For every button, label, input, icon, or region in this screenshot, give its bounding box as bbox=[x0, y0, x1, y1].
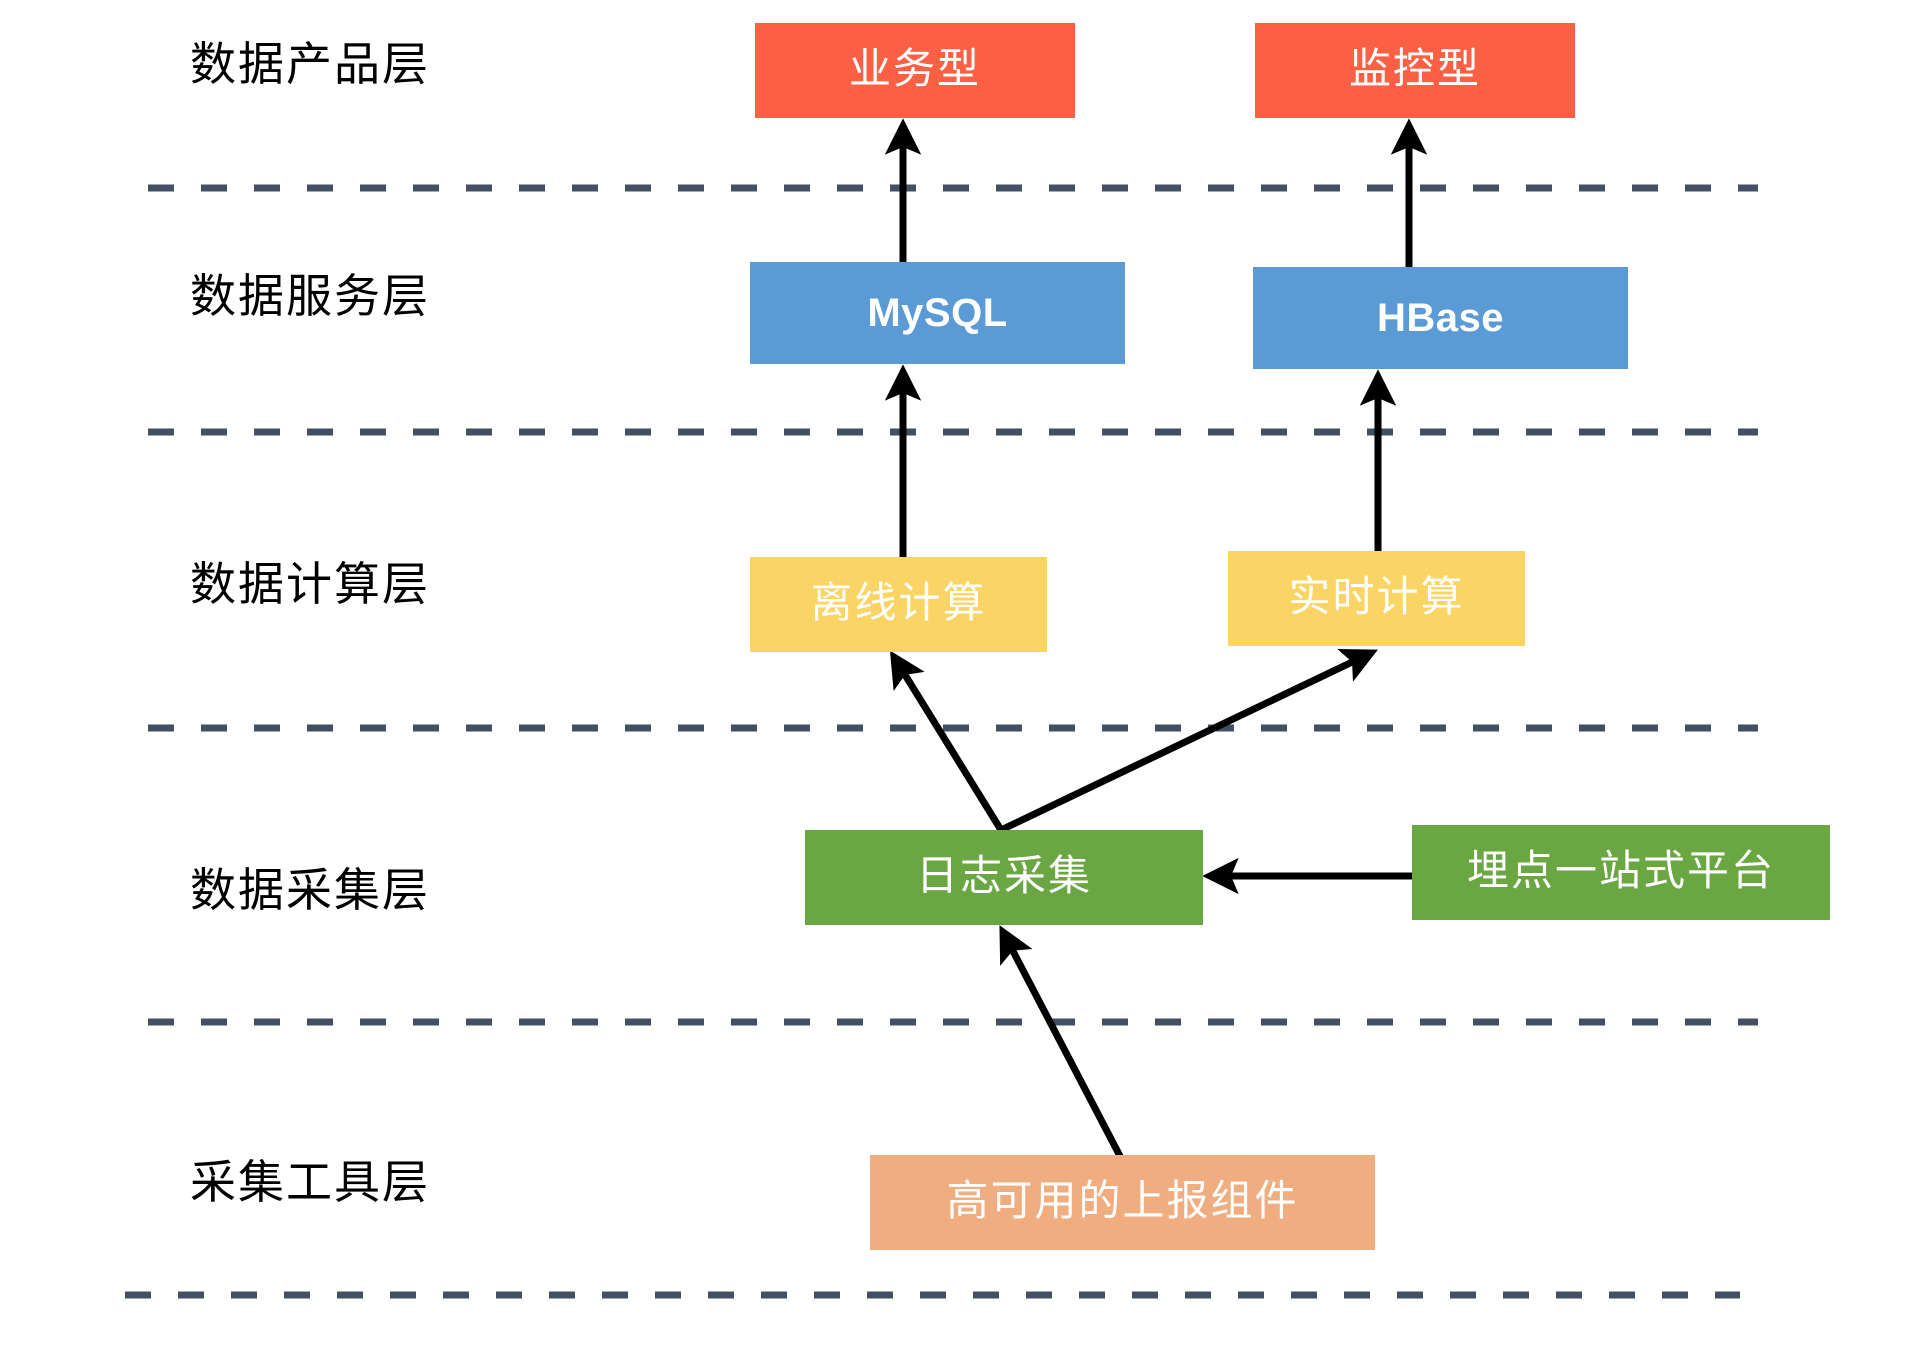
layer-product-label: 数据产品层 bbox=[190, 39, 430, 90]
node-business-type[interactable]: 业务型 bbox=[755, 23, 1075, 118]
edge-reporting-to-log bbox=[999, 925, 1125, 1160]
node-log-collect[interactable]: 日志采集 bbox=[805, 830, 1203, 925]
node-offline-compute[interactable]: 离线计算 bbox=[750, 557, 1047, 652]
layer-collect-label: 数据采集层 bbox=[190, 865, 430, 916]
node-tracking-platform[interactable]: 埋点一站式平台 bbox=[1412, 825, 1830, 920]
node-mysql-label: MySQL bbox=[867, 291, 1008, 335]
node-mysql[interactable]: MySQL bbox=[750, 262, 1125, 364]
node-realtime-compute-label: 实时计算 bbox=[1288, 575, 1465, 622]
node-realtime-compute[interactable]: 实时计算 bbox=[1228, 551, 1525, 646]
node-reporting-component-label: 高可用的上报组件 bbox=[946, 1179, 1299, 1226]
node-log-collect-label: 日志采集 bbox=[915, 854, 1092, 901]
node-tracking-platform-label: 埋点一站式平台 bbox=[1466, 849, 1775, 896]
node-business-type-label: 业务型 bbox=[848, 47, 981, 94]
node-hbase[interactable]: HBase bbox=[1253, 267, 1628, 369]
node-monitor-type[interactable]: 监控型 bbox=[1255, 23, 1575, 118]
layer-compute-label: 数据计算层 bbox=[190, 559, 430, 610]
layer-service-label: 数据服务层 bbox=[190, 271, 430, 322]
node-monitor-type-label: 监控型 bbox=[1348, 47, 1481, 94]
node-hbase-label: HBase bbox=[1376, 296, 1504, 340]
layer-tooling-label: 采集工具层 bbox=[190, 1157, 430, 1208]
node-reporting-component[interactable]: 高可用的上报组件 bbox=[870, 1155, 1375, 1250]
edge-log-to-realtime bbox=[999, 648, 1378, 834]
node-offline-compute-label: 离线计算 bbox=[810, 581, 987, 628]
edge-log-to-offline bbox=[889, 650, 1004, 832]
